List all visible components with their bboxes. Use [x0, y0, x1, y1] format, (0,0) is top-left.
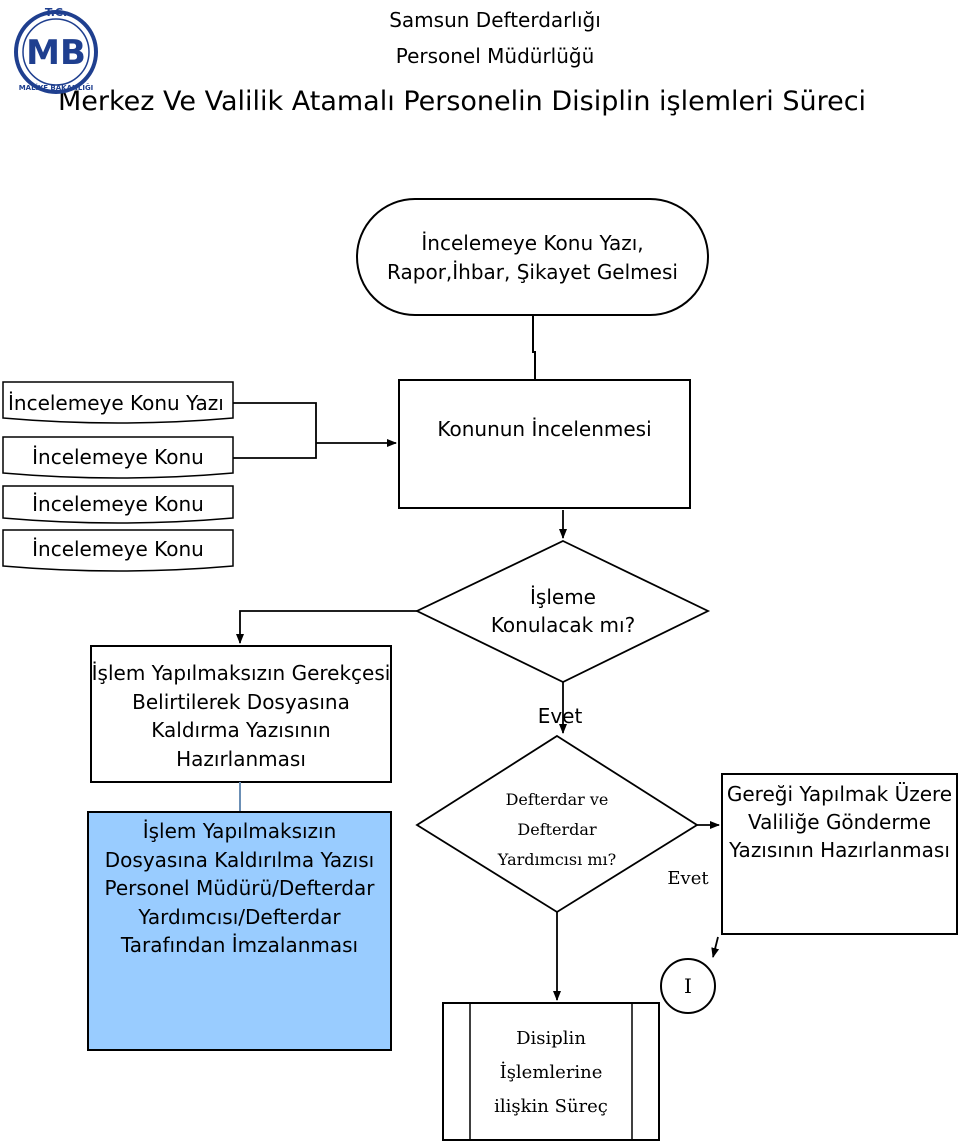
- subprocess-label-1: Disiplin: [516, 1028, 586, 1049]
- subprocess-label-3: ilişkin Süreç: [494, 1096, 608, 1117]
- reject-prepare-label-2: Belirtilerek Dosyasına: [132, 690, 350, 714]
- reject-prepare-label-3: Kaldırma Yazısının: [151, 718, 331, 742]
- subprocess-label-2: İşlemlerine: [499, 1062, 603, 1083]
- decision1-label-1: İşleme: [530, 585, 596, 609]
- governor-label-1: Gereği Yapılmak Üzere: [726, 782, 953, 806]
- unit-name: Personel Müdürlüğü: [395, 44, 595, 68]
- org-name: Samsun Defterdarlığı: [389, 8, 601, 32]
- doc-shape-3: [2, 485, 234, 524]
- connector-decision1-reject: [236, 610, 417, 644]
- logo-ring-text: MALİYE BAKANLIĞI: [19, 83, 94, 92]
- doc-label-3: İncelemeye Konu: [32, 492, 204, 516]
- yes-label-1: Evet: [537, 704, 583, 728]
- document-shapes: [2, 381, 234, 572]
- governor-label-3: Yazısının Hazırlanması: [729, 838, 950, 862]
- start-label-1: İncelemeye Konu Yazı,: [421, 231, 644, 255]
- logo-top-text: T.C.: [45, 6, 67, 19]
- governor-label-2: Valiliğe Gönderme: [747, 810, 932, 834]
- reject-sign-label-3: Personel Müdürü/Defterdar: [104, 876, 375, 900]
- reject-prepare-label-1: İşlem Yapılmaksızın Gerekçesi: [91, 661, 391, 685]
- connector-label: I: [684, 974, 692, 998]
- reject-sign-process: [87, 811, 392, 1051]
- offpage-connector: [660, 958, 716, 1014]
- subprocess-box: [442, 1002, 660, 1141]
- page-title: Merkez Ve Valilik Atamalı Personelin Dis…: [58, 86, 867, 117]
- reject-prepare-process: [90, 645, 392, 783]
- doc-label-4: İncelemeye Konu: [32, 537, 204, 561]
- doc-shape-2: [2, 436, 234, 479]
- reject-sign-label-4: Yardımcısı/Defterdar: [138, 905, 341, 929]
- reject-sign-label-5: Tarafından İmzalanması: [120, 933, 359, 957]
- connector-governor-circle: [711, 936, 720, 958]
- yes-label-2: Evet: [667, 868, 709, 889]
- doc-shape-4: [2, 529, 234, 572]
- ministry-logo: T.C. MB MALİYE BAKANLIĞI: [14, 6, 98, 94]
- decision2-label-1: Defterdar ve: [505, 790, 609, 809]
- decision2-label-2: Defterdar: [517, 820, 597, 839]
- review-label: Konunun İncelenmesi: [437, 417, 652, 441]
- review-process: [398, 379, 691, 509]
- start-label-2: Rapor,İhbar, Şikayet Gelmesi: [387, 260, 678, 284]
- reject-sign-label-1: İşlem Yapılmaksızın: [142, 819, 337, 843]
- doc-label-2: İncelemeye Konu: [32, 445, 204, 469]
- decision1-label-2: Konulacak mı?: [490, 613, 636, 637]
- decision2-label-3: Yardımcısı mı?: [497, 850, 617, 869]
- governor-process: [721, 773, 958, 935]
- reject-prepare-label-4: Hazırlanması: [176, 747, 306, 771]
- connector-docs-review: [233, 402, 396, 459]
- doc-shape-1: [2, 381, 234, 424]
- doc-label-1: İncelemeye Konu Yazı: [8, 391, 224, 415]
- reject-sign-label-2: Dosyasına Kaldırılma Yazısı: [104, 848, 375, 872]
- connector-start-review: [532, 315, 536, 380]
- logo-mark: MB: [26, 33, 86, 73]
